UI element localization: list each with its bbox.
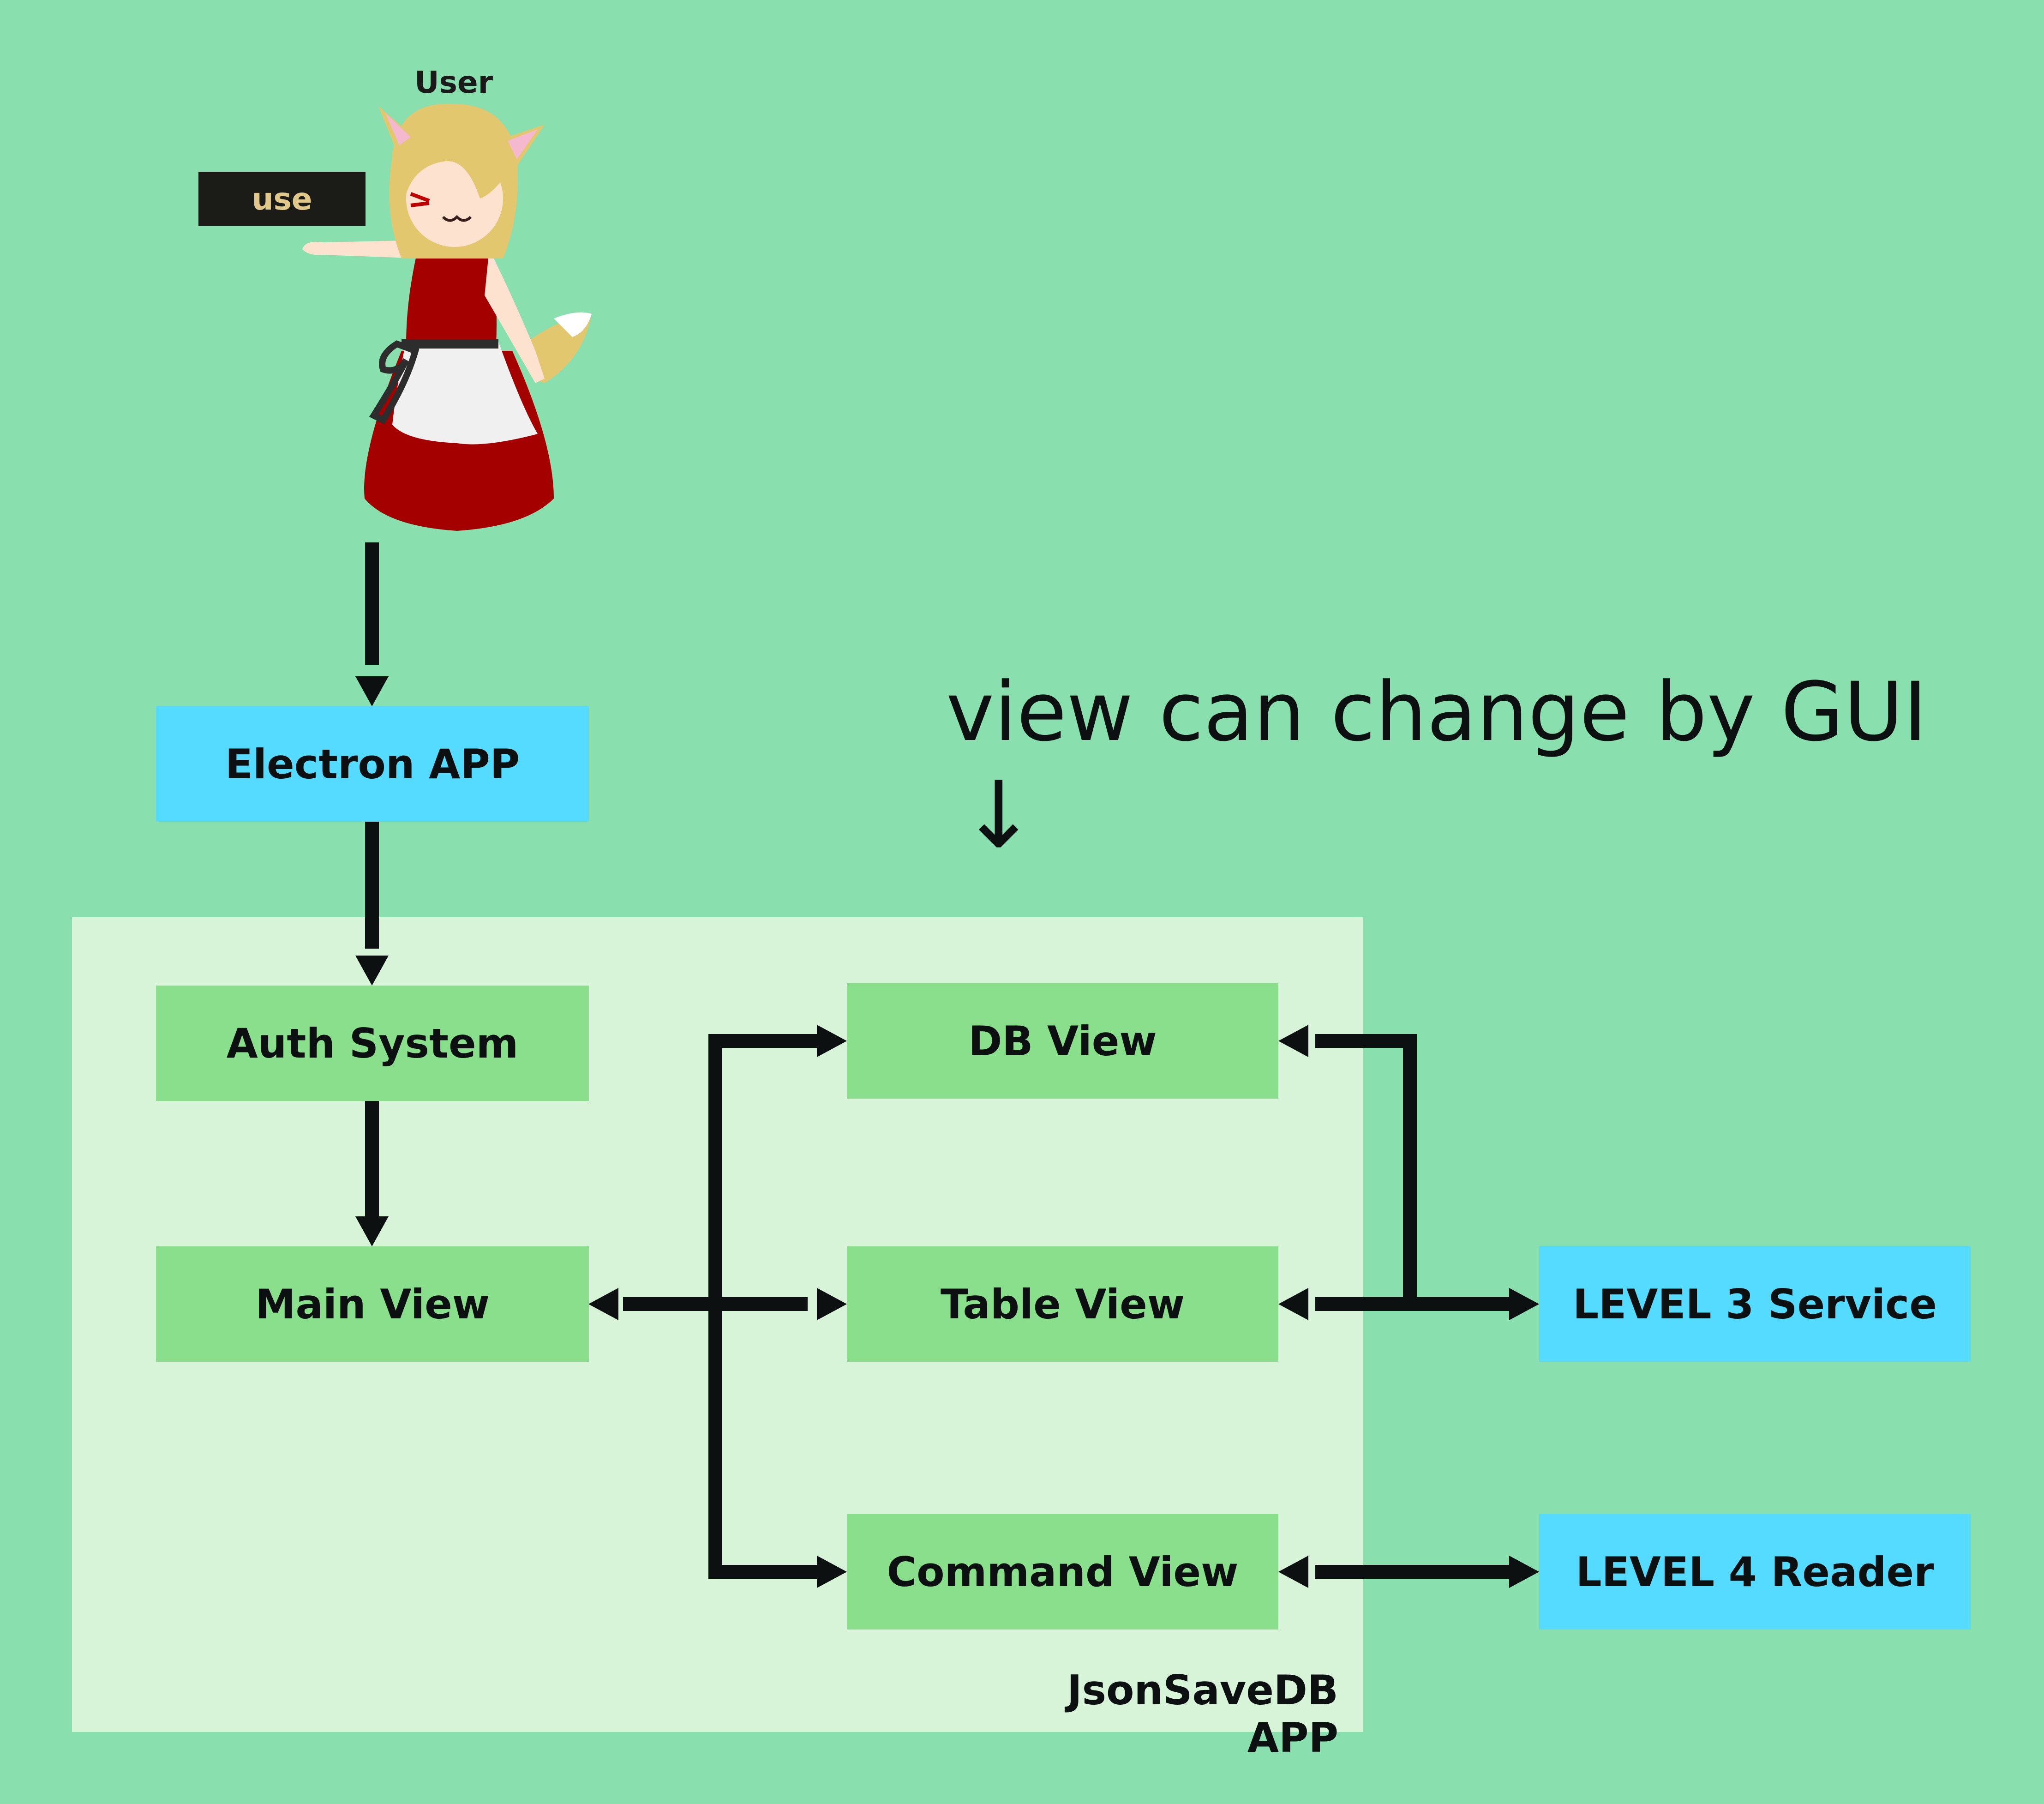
node-auth-system-label: Auth System	[226, 1019, 519, 1067]
arrowhead-right-level4	[1509, 1556, 1539, 1588]
node-electron-app: Electron APP	[156, 706, 589, 822]
node-level4-reader-label: LEVEL 4 Reader	[1576, 1548, 1934, 1596]
arrowhead-right-level3	[1509, 1288, 1539, 1320]
node-level3-service-label: LEVEL 3 Service	[1573, 1280, 1937, 1328]
arrowhead-down-main	[355, 1216, 389, 1246]
headline-annotation: view can change by GUI	[946, 665, 1927, 759]
use-tag: use	[198, 172, 366, 226]
arrowhead-right-db	[817, 1025, 847, 1057]
node-level4-reader: LEVEL 4 Reader	[1539, 1514, 1971, 1630]
arrowhead-left-command	[1278, 1556, 1308, 1588]
connector-lines	[365, 542, 1509, 1579]
node-db-view-label: DB View	[968, 1017, 1157, 1065]
headline-arrow-icon: ↓	[960, 762, 1037, 869]
arrowhead-down-electron	[355, 676, 389, 706]
node-command-view-label: Command View	[887, 1548, 1239, 1596]
node-command-view: Command View	[847, 1514, 1278, 1630]
node-table-view: Table View	[847, 1246, 1278, 1362]
arrowhead-right-table	[817, 1288, 847, 1320]
arrowhead-left-table	[1278, 1288, 1308, 1320]
node-main-view: Main View	[156, 1246, 589, 1362]
user-avatar-icon	[302, 103, 592, 531]
node-electron-app-label: Electron APP	[225, 740, 520, 788]
app-container-label: JsonSaveDB APP	[1067, 1666, 1338, 1762]
node-table-view-label: Table View	[940, 1280, 1185, 1328]
use-tag-label: use	[252, 181, 312, 217]
arrowheads	[355, 676, 1539, 1588]
arrowhead-right-command	[817, 1556, 847, 1588]
node-db-view: DB View	[847, 983, 1278, 1099]
arrowhead-left-main	[588, 1288, 618, 1320]
node-level3-service: LEVEL 3 Service	[1539, 1246, 1971, 1362]
user-label: User	[414, 65, 493, 100]
arrowhead-down-auth	[355, 956, 389, 986]
arrowhead-left-db	[1278, 1025, 1308, 1057]
node-auth-system: Auth System	[156, 986, 589, 1101]
node-main-view-label: Main View	[255, 1280, 490, 1328]
